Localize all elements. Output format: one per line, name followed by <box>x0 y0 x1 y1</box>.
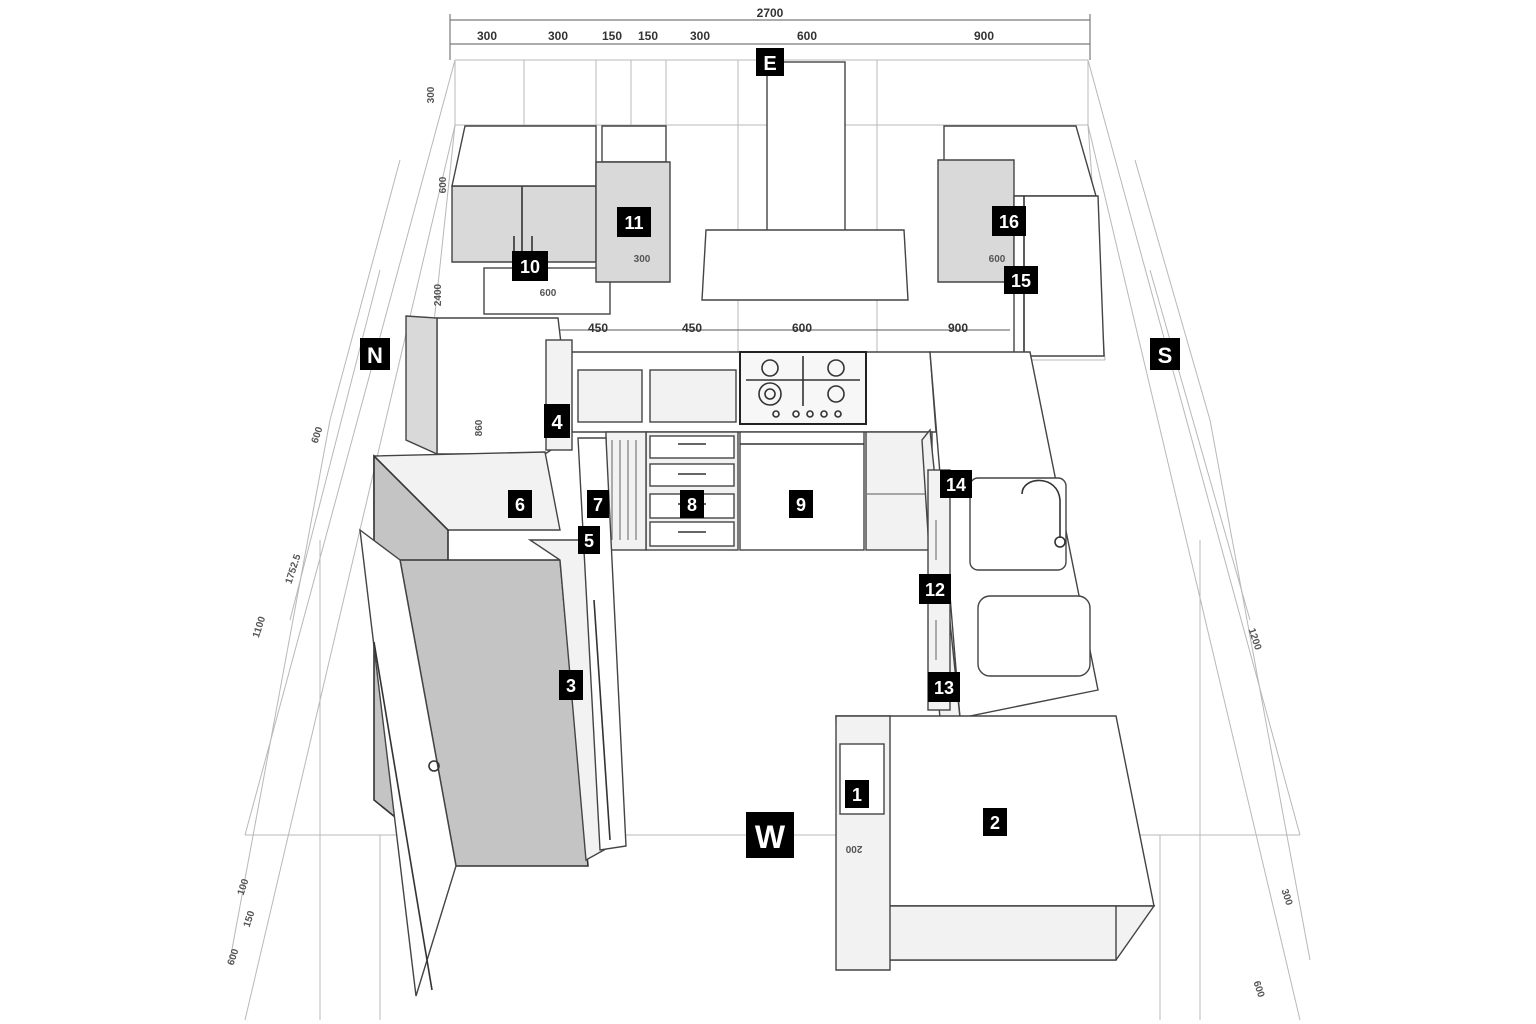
svg-text:16: 16 <box>999 212 1019 232</box>
svg-text:W: W <box>755 819 786 855</box>
compass-east: E <box>756 48 784 76</box>
top-dim-4: 150 <box>638 29 658 43</box>
svg-text:N: N <box>367 343 383 368</box>
top-dim-3: 150 <box>602 29 622 43</box>
compass-west: W <box>746 812 794 858</box>
fridge-3 <box>359 528 589 997</box>
callout-13: 13 <box>928 672 960 702</box>
wall-cabinet-16 <box>937 125 1097 283</box>
total-width-label: 2700 <box>757 6 784 20</box>
callout-1: 1 <box>845 780 869 808</box>
counter-dim-5: 900 <box>948 321 968 335</box>
svg-text:14: 14 <box>946 475 966 495</box>
callout-7: 7 <box>587 490 609 518</box>
cab-16-width-label: 600 <box>989 254 1006 265</box>
bottom-left-dim-1: 600 <box>226 947 242 967</box>
svg-text:15: 15 <box>1011 271 1031 291</box>
counter-dim-2: 450 <box>588 321 608 335</box>
top-dim-1: 300 <box>477 29 497 43</box>
callout-11: 11 <box>617 207 651 237</box>
svg-text:S: S <box>1158 343 1173 368</box>
counter-dim-3: 450 <box>682 321 702 335</box>
callout-15: 15 <box>1004 266 1038 294</box>
wall-cab-height-label: 300 <box>426 86 437 103</box>
n-wall-height-label: 1100 <box>251 615 268 639</box>
callout-6: 6 <box>508 490 532 518</box>
counter-dim-4: 600 <box>792 321 812 335</box>
depth-860-label: 860 <box>474 419 485 436</box>
callout-8: 8 <box>680 490 704 518</box>
island-1 <box>835 715 891 971</box>
bottom-right-dim-1: 300 <box>1279 888 1295 908</box>
top-dim-2: 300 <box>548 29 568 43</box>
compass-south: S <box>1150 338 1180 370</box>
bottom-right-dim-2: 600 <box>1251 980 1267 1000</box>
callout-9: 9 <box>789 490 813 518</box>
svg-text:6: 6 <box>515 495 525 515</box>
svg-text:9: 9 <box>796 495 806 515</box>
cab-11-width-label: 300 <box>634 254 651 265</box>
compass-north: N <box>360 338 390 370</box>
pullout-7 <box>605 431 647 551</box>
n-wall-lower-label: 600 <box>310 425 326 445</box>
callout-16: 16 <box>992 206 1026 236</box>
svg-text:E: E <box>763 53 776 75</box>
callout-2: 2 <box>983 808 1007 836</box>
wall-cab-depth-label: 600 <box>438 176 449 193</box>
svg-text:2: 2 <box>990 813 1000 833</box>
svg-text:10: 10 <box>520 257 540 277</box>
callout-10: 10 <box>512 251 548 281</box>
bottom-left-dim-3: 150 <box>242 909 258 929</box>
svg-text:8: 8 <box>687 495 697 515</box>
wall-cabinet-10 <box>451 125 611 315</box>
callout-3: 3 <box>559 670 583 700</box>
island-200-label: 200 <box>845 843 862 854</box>
svg-text:12: 12 <box>925 580 945 600</box>
callout-5: 5 <box>578 526 600 554</box>
svg-text:3: 3 <box>566 676 576 696</box>
range-hood <box>701 61 909 301</box>
callout-12: 12 <box>919 574 951 604</box>
cooktop <box>739 351 867 425</box>
svg-text:13: 13 <box>934 678 954 698</box>
top-dim-5: 300 <box>690 29 710 43</box>
height-2400-label: 2400 <box>433 283 444 306</box>
s-wall-1200-label: 1200 <box>1246 627 1263 652</box>
island-2 <box>835 715 1156 961</box>
cab-10-width-label: 600 <box>540 288 557 299</box>
svg-text:5: 5 <box>584 531 594 551</box>
svg-text:7: 7 <box>593 495 603 515</box>
top-dim-7: 900 <box>974 29 994 43</box>
callout-14: 14 <box>940 470 972 498</box>
svg-text:1: 1 <box>852 785 862 805</box>
bottom-left-dim-2: 100 <box>236 877 252 897</box>
sink-14 <box>969 477 1091 677</box>
svg-text:4: 4 <box>551 412 563 434</box>
top-dim-6: 600 <box>797 29 817 43</box>
callout-4: 4 <box>544 404 570 438</box>
svg-text:11: 11 <box>624 213 643 233</box>
